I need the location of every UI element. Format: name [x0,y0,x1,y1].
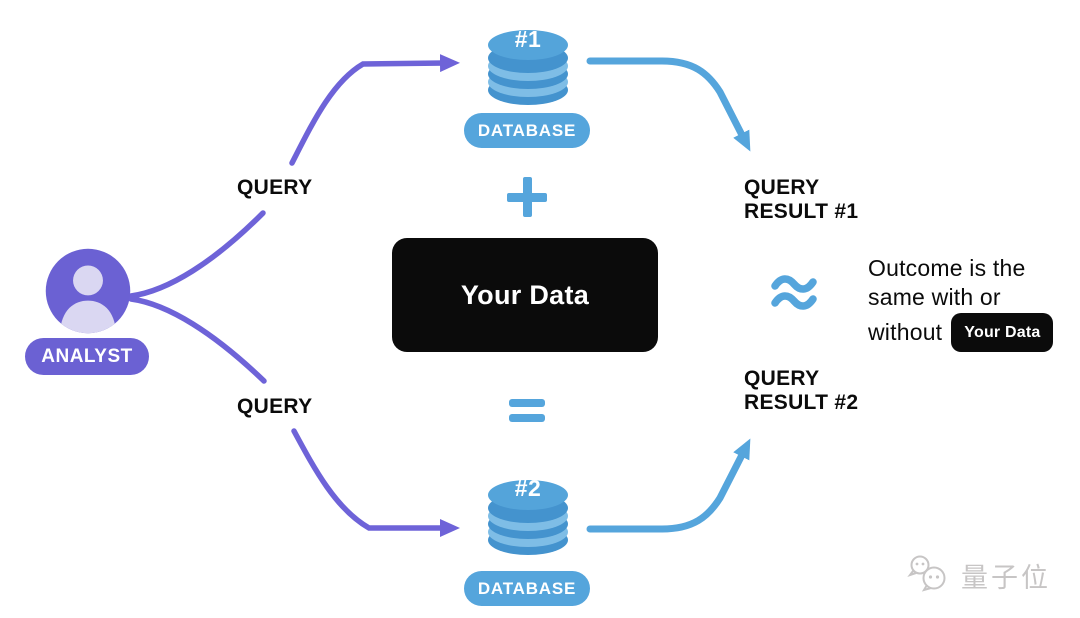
database-icon [488,480,568,555]
watermark: 量子位 [903,554,1051,596]
result-arrow-top [586,57,751,152]
query-result-1-label: QUERY RESULT #1 [744,176,858,224]
outcome-line1: Outcome is the [868,255,1026,281]
your-data-box: Your Data [392,238,658,352]
outcome-text: Outcome is the same with or without Your… [868,254,1078,352]
person-silhouette-icon [59,265,117,334]
database-icon [488,30,568,105]
query-result-2-line1: QUERY [744,367,820,390]
watermark-brand: 量子位 [961,562,1051,594]
query-arrow-bottom-segment2 [291,428,460,537]
equals-icon [509,399,545,422]
database-2: #2 [485,463,571,557]
query-label-bottom: QUERY [237,395,313,418]
database-2-badge: DATABASE [464,571,590,606]
query-arrow-bottom-segment1 [128,296,267,384]
query-result-2-line2: RESULT #2 [744,391,859,414]
plus-icon [507,177,547,217]
query-arrow-top-segment1 [128,210,266,299]
database-1: #1 [485,13,571,107]
query-result-1-line2: RESULT #1 [744,200,859,223]
query-result-2-label: QUERY RESULT #2 [744,367,858,415]
query-result-1-line1: QUERY [744,176,820,199]
wechat-bubbles-icon [907,555,946,592]
analyst-badge: ANALYST [25,338,149,375]
outcome-line2: same with or [868,284,1001,310]
analyst-avatar [45,248,131,334]
database-1-number: #1 [514,26,542,52]
database-2-number: #2 [514,475,542,501]
query-arrow-top-segment2 [289,54,460,166]
query-label-top: QUERY [237,176,313,199]
outcome-line3: without [868,319,943,345]
your-data-mini-badge: Your Data [951,313,1054,352]
result-arrow-bottom [586,438,751,533]
database-1-badge: DATABASE [464,113,590,148]
approx-equals-icon [771,275,817,310]
